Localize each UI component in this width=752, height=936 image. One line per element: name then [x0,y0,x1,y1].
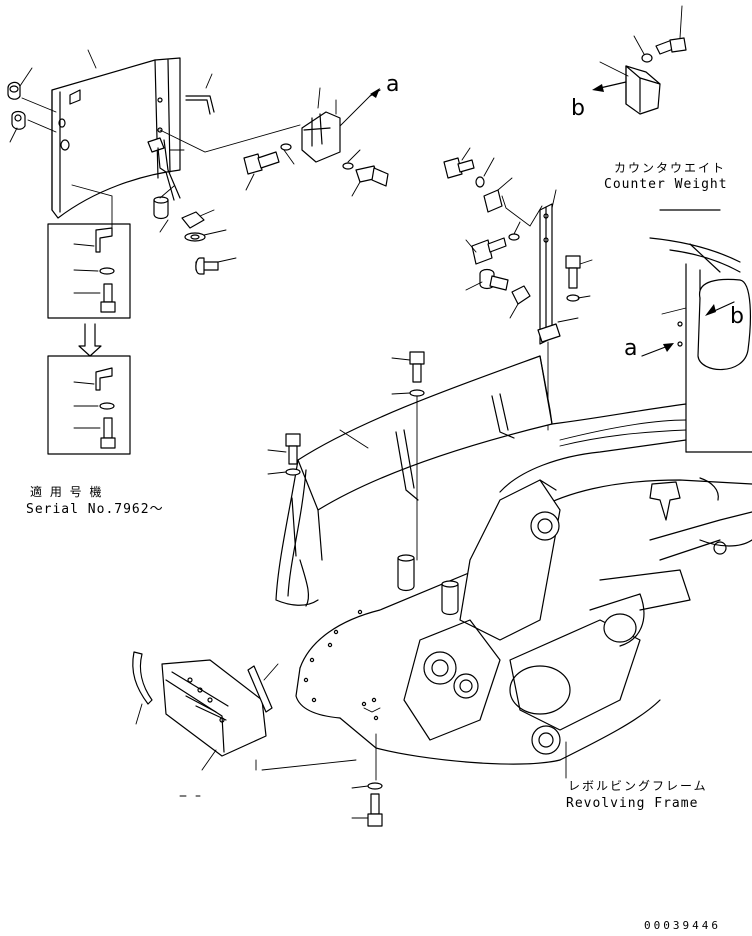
hex-wrench [185,73,215,115]
side-cover-panel [51,57,181,219]
bolt-9 [351,782,383,827]
bolt-6 [565,255,593,289]
lower-cover [161,659,267,771]
bolt-8 [267,433,301,476]
rear-rail [275,355,553,607]
bolt-2 [351,165,389,197]
washer-cw [641,53,653,63]
counterweight-label-ja: カウンタウエイト [614,161,727,175]
arrow-b-top [592,84,604,92]
ref-b-top: b [571,96,585,121]
clip-1 [483,189,503,213]
bolt-7 [391,351,425,561]
washer-3 [475,176,485,188]
leader-bottom [261,759,357,771]
bolt-3 [443,147,475,179]
washer-5 [566,294,580,302]
ref-a-top: a [386,72,400,97]
counterweight-label-en: Counter Weight [604,177,728,192]
detail-box-before [47,223,131,319]
rubber-strip-2 [247,663,279,713]
washer-2 [342,162,354,170]
washer-4 [508,233,520,241]
drawing-code: 00039446 [644,919,721,932]
arrow-a-top [370,88,380,98]
serial-label: Serial No.7962～ [26,502,164,517]
rubber-strip-1 [132,651,153,725]
bolt-5 [465,268,509,291]
frame-label-ja: レボルビングフレーム [568,779,708,793]
vertical-bracket [501,189,561,345]
bolt-cw [655,5,687,55]
arrow-a-right [663,343,674,352]
rubber-stopper-2 [11,110,26,130]
washer-1 [280,143,292,151]
nut-1 [511,285,531,305]
bolt-4 [465,237,507,265]
spacer-1 [397,554,415,592]
arrow-b-right [705,304,716,316]
applicable-label-ja: 適 用 号 機 [30,485,104,499]
bolt-1 [243,151,280,191]
latch-assembly [147,137,237,275]
mount-bracket-a [301,87,341,163]
change-arrow [78,323,102,357]
rubber-stopper-1 [7,81,21,100]
counterweight-bracket [625,65,661,115]
arrow-a-right-line [641,345,669,357]
revolving-frame [295,403,752,765]
detail-box-after [47,355,131,455]
frame-label-en: Revolving Frame [566,796,699,811]
ref-b-right: b [730,304,744,329]
spacer-2 [441,580,459,616]
arrow-b-right-line [711,301,735,313]
ref-a-right: a [624,336,638,361]
counterweight-body [649,209,752,453]
leader-a [159,124,301,153]
